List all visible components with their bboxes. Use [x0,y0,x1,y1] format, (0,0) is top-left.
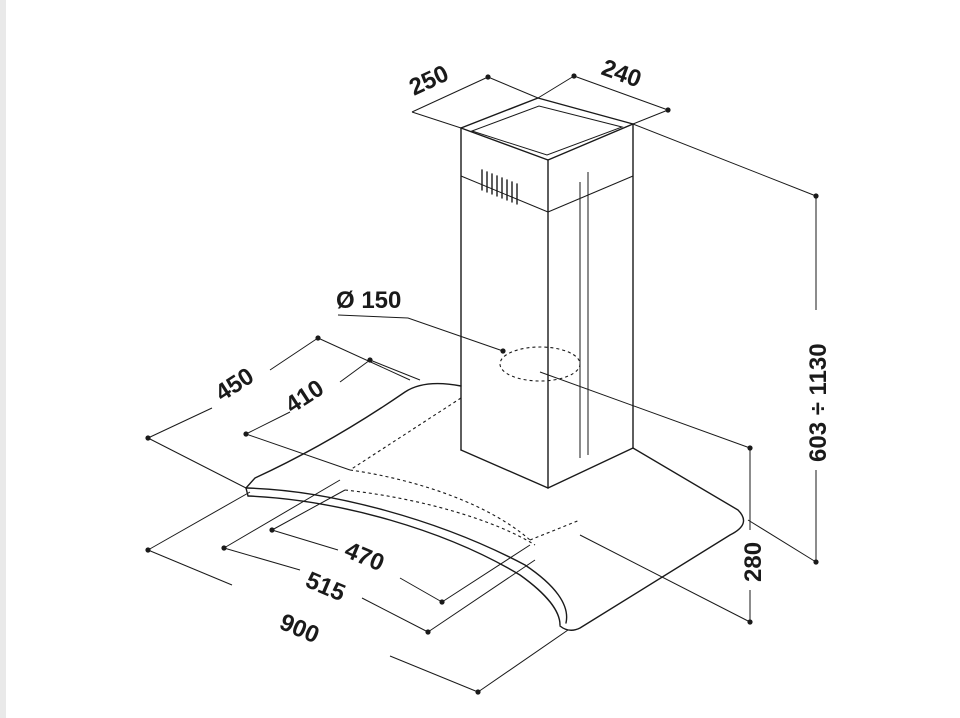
canopy-right-edge [559,447,745,631]
chimney-slot [579,172,589,458]
canopy-front-top-curve [245,487,568,624]
dimension-lines [145,73,819,695]
canopy-top-back [245,382,462,489]
chimney-section-seam-right [547,175,634,213]
hidden-edge-2 [349,469,531,541]
canopy-front-skirt [245,487,249,497]
vent-grille [481,169,518,205]
dimension-label-900: 900 [276,609,323,650]
dimension-label-280: 280 [740,542,767,582]
dimension-label-450: 450 [211,363,259,407]
dimension-label-515: 515 [302,567,349,608]
dimension-label-250: 250 [405,60,453,101]
dimension-label-410: 410 [281,375,329,419]
hidden-edge-3 [344,489,536,546]
chimney-bottom-left [460,449,549,489]
chimney-section-seam-left [460,175,549,213]
hidden-edge-4 [529,519,581,541]
canopy-front-bottom-curve [247,495,561,626]
dimension-label-diameter-150: Ø 150 [336,287,401,314]
page-edge [0,0,6,718]
chimney-top-inner [470,105,624,156]
chimney-bottom-right [547,447,634,489]
duct-outlet [499,346,581,382]
hidden-edge-1 [349,397,462,471]
dimension-label-470: 470 [341,537,388,578]
chimney-top-rim [460,97,634,161]
dimension-label-height-range: 603 ÷ 1130 [805,343,832,462]
hood-outline [245,97,745,631]
